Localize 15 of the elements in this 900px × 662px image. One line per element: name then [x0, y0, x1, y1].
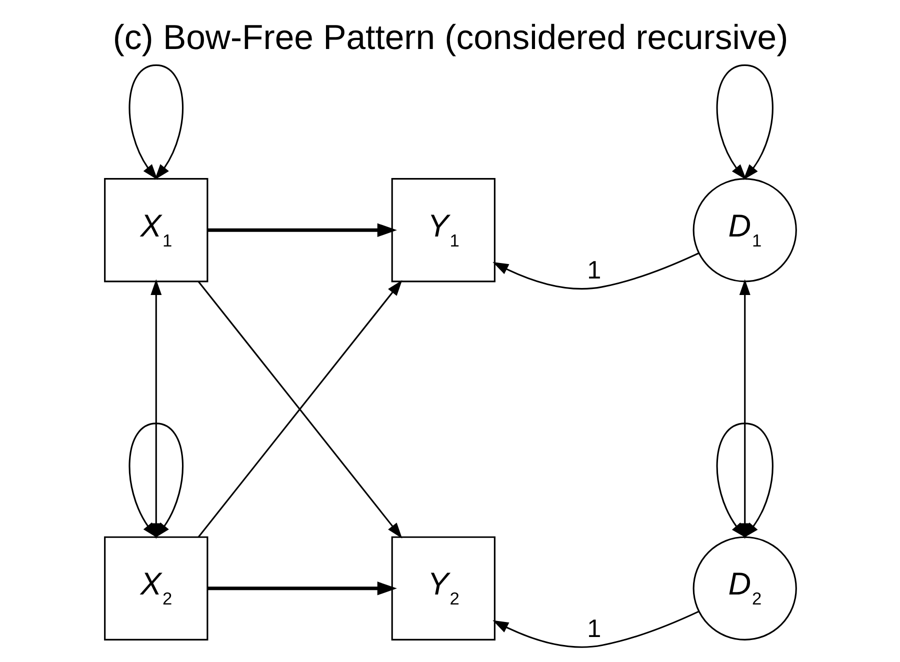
arrow — [207, 582, 396, 596]
node-box: Y$_{1}$ — [390, 178, 495, 282]
diagram-title: (c) Bow-Free Pattern (considered recursive) — [112, 18, 788, 57]
arrow — [492, 252, 699, 290]
node-box: X$_{2}$ — [104, 536, 208, 640]
arrow — [207, 223, 396, 237]
edge-label: 1 — [586, 615, 601, 644]
node-box: Y$_{2}$ — [390, 536, 495, 640]
arrow — [128, 64, 183, 180]
node-circle: D$_{2}$ — [692, 536, 796, 640]
arrow — [492, 610, 699, 648]
node-box: X$_{1}$ — [104, 178, 208, 282]
edge-label: 1 — [586, 256, 601, 285]
node-circle: D$_{1}$ — [692, 178, 796, 282]
arrow — [716, 64, 773, 180]
